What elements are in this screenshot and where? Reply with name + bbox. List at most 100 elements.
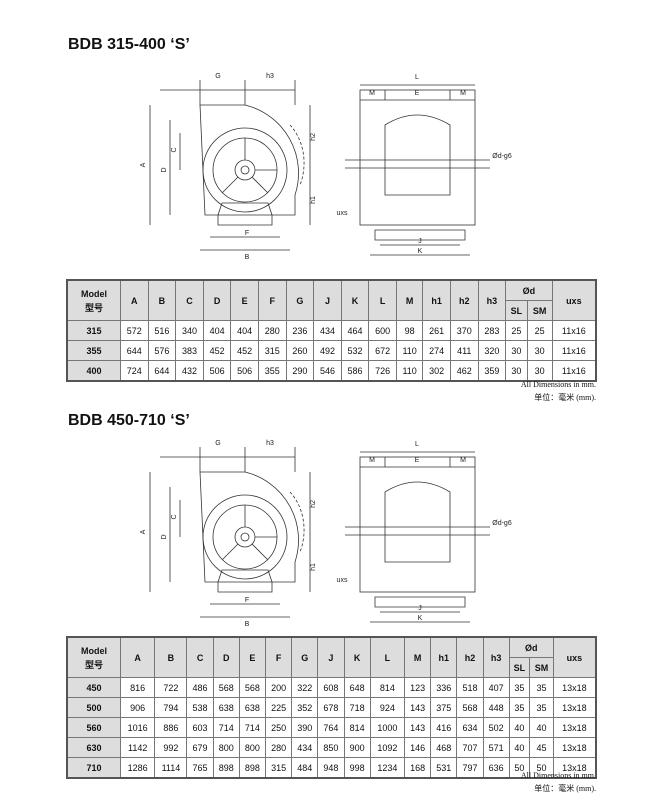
table-cell: 924 xyxy=(369,697,406,718)
dimension-label: F xyxy=(245,597,249,604)
table-cell: 280 xyxy=(257,320,287,341)
dimension-label: G xyxy=(215,73,220,80)
table-cell: 1000 xyxy=(369,717,406,738)
units-note-en: All Dimensions in mm. xyxy=(520,380,596,389)
table-cell: 608 xyxy=(317,677,345,698)
table-cell: 11x16 xyxy=(551,340,597,361)
table-cell: 464 xyxy=(340,320,370,341)
table-cell: 340 xyxy=(175,320,204,341)
dimension-label: M xyxy=(369,457,375,464)
dimension-label: K xyxy=(418,248,423,255)
column-header: uxs xyxy=(552,636,597,678)
units-note-en: All Dimensions in mm. xyxy=(520,771,596,780)
table-cell: 722 xyxy=(154,677,188,698)
column-header: G xyxy=(285,279,315,321)
table-cell: 797 xyxy=(456,757,484,779)
table-cell: 568 xyxy=(238,677,267,698)
shaft-diameter-header: Ød xyxy=(505,279,553,301)
dimension-label: K xyxy=(418,615,423,622)
column-header: SM xyxy=(526,300,553,321)
table-cell: 638 xyxy=(212,697,240,718)
table-cell: 948 xyxy=(317,757,345,779)
table-cell: 814 xyxy=(343,717,371,738)
dimension-label: A xyxy=(140,529,147,534)
column-header: B xyxy=(154,636,188,678)
column-header: A xyxy=(119,636,156,678)
table-cell: 404 xyxy=(202,320,232,341)
dimension-label: h2 xyxy=(310,133,317,141)
table-cell: 290 xyxy=(285,360,315,382)
column-header: SL xyxy=(505,300,528,321)
table-cell: 886 xyxy=(154,717,188,738)
table-cell: 518 xyxy=(456,677,484,698)
table-cell: 1114 xyxy=(154,757,188,779)
units-note-cn: 单位：毫米 (mm). xyxy=(534,784,596,793)
side-view xyxy=(149,447,311,618)
table-cell: 492 xyxy=(313,340,342,361)
table-cell: 506 xyxy=(202,360,232,382)
table-cell: 143 xyxy=(404,697,432,718)
table-cell: 143 xyxy=(404,717,432,738)
column-header: E xyxy=(230,279,259,321)
section-title: BDB 315-400 ‘S’ xyxy=(68,36,190,53)
column-header: L xyxy=(368,279,397,321)
table-cell: 600 xyxy=(368,320,397,341)
column-header: uxs xyxy=(551,279,597,321)
table-cell: 900 xyxy=(343,737,371,758)
table-cell: 906 xyxy=(119,697,156,718)
table-cell: 576 xyxy=(147,340,177,361)
table-cell: 45 xyxy=(529,737,554,758)
dimension-label: h1 xyxy=(310,196,317,204)
table-cell: 123 xyxy=(404,677,432,698)
units-note-cn: 单位：毫米 (mm). xyxy=(534,393,596,402)
dimension-label: L xyxy=(415,441,419,448)
table-cell: 571 xyxy=(482,737,510,758)
table-cell: 992 xyxy=(154,737,188,758)
table-cell: 800 xyxy=(238,737,267,758)
table-cell: 110 xyxy=(395,340,424,361)
table-cell: 516 xyxy=(147,320,177,341)
table-cell: 638 xyxy=(238,697,267,718)
table-cell: 998 xyxy=(343,757,371,779)
side-view xyxy=(149,80,311,251)
model-cell: 560 xyxy=(66,717,121,738)
table-cell: 1092 xyxy=(369,737,406,758)
column-header: J xyxy=(313,279,342,321)
front-view xyxy=(345,451,490,623)
table-cell: 726 xyxy=(368,360,397,382)
model-cell: 630 xyxy=(66,737,121,758)
dimension-label: G xyxy=(215,440,220,447)
dimension-label: F xyxy=(245,230,249,237)
table-cell: 434 xyxy=(313,320,342,341)
units-note: All Dimensions in mm. 单位：毫米 (mm). xyxy=(521,769,596,795)
table-cell: 546 xyxy=(313,360,342,382)
table-cell: 644 xyxy=(147,360,177,382)
dimension-label: A xyxy=(140,162,147,167)
column-header: h1 xyxy=(430,636,458,678)
column-header: C xyxy=(175,279,204,321)
table-cell: 448 xyxy=(482,697,510,718)
column-header: h3 xyxy=(477,279,507,321)
column-header: SL xyxy=(508,657,531,678)
table-cell: 814 xyxy=(369,677,406,698)
dimension-label: C xyxy=(171,514,178,519)
table-cell: 484 xyxy=(291,757,319,779)
table-cell: 568 xyxy=(456,697,484,718)
table-cell: 648 xyxy=(343,677,371,698)
model-cell: 315 xyxy=(66,320,121,341)
dimension-label: uxs xyxy=(337,577,348,584)
dimension-label: L xyxy=(415,74,419,81)
table-cell: 850 xyxy=(317,737,345,758)
table-cell: 25 xyxy=(505,320,528,341)
table-cell: 707 xyxy=(456,737,484,758)
table-cell: 261 xyxy=(422,320,451,341)
table-cell: 603 xyxy=(186,717,214,738)
dimension-label: h3 xyxy=(266,440,274,447)
table-cell: 1286 xyxy=(119,757,156,779)
table-cell: 30 xyxy=(505,340,528,361)
table-cell: 506 xyxy=(230,360,259,382)
